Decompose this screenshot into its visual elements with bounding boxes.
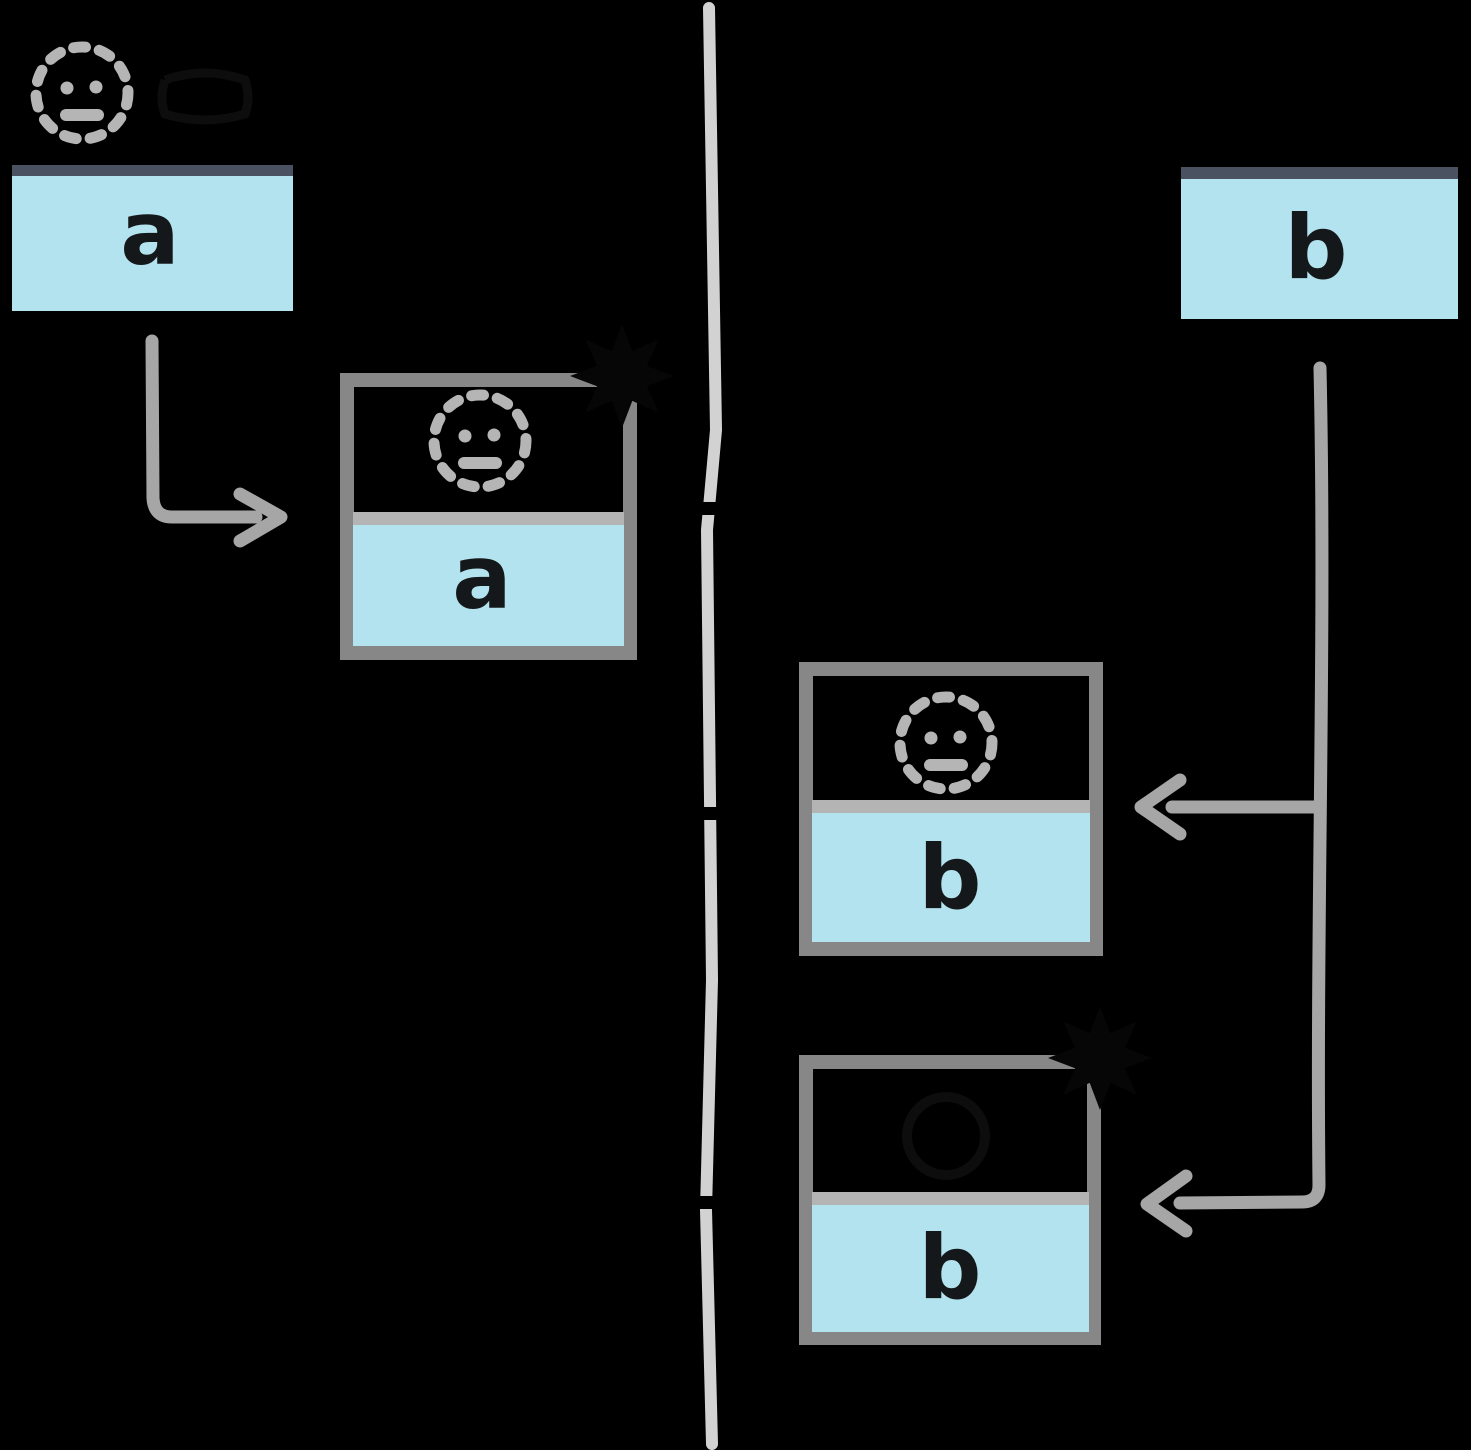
process-a-divider — [353, 512, 624, 525]
timeline — [696, 2, 748, 1450]
process-a-fill — [353, 525, 624, 646]
spawn-arrow-a — [145, 334, 288, 548]
process-b2-fill — [812, 1205, 1089, 1332]
process-b-border — [799, 662, 1103, 956]
process-b2-divider — [812, 1192, 1089, 1205]
monitor-line-vertical — [1173, 361, 1329, 1210]
process-b2-label: b — [919, 1216, 982, 1319]
process-b2-border — [799, 1055, 1101, 1345]
respawn-arrow-head — [1140, 1169, 1193, 1238]
process-a-box: a — [340, 324, 674, 660]
process-b-box: b — [799, 662, 1103, 956]
machine-b-label: b — [1285, 196, 1348, 299]
crash-starburst-icon — [570, 324, 674, 428]
timeline-notch-2 — [698, 807, 748, 820]
spawn-arrow-a-head — [233, 487, 288, 548]
process-b2-box: b — [799, 1006, 1152, 1345]
spawn-arrow-a-line — [145, 334, 263, 524]
machine-b-arrows — [1134, 361, 1329, 1238]
faint-icon — [157, 68, 253, 125]
crash-starburst-icon — [1048, 1006, 1152, 1110]
timeline-notch-1 — [696, 502, 746, 515]
machine-b-bar — [1181, 167, 1458, 319]
process-b-label: b — [919, 826, 982, 929]
process-a-label: a — [452, 526, 511, 629]
timeline-line — [700, 2, 722, 1450]
machine-a-bar-top — [12, 165, 293, 176]
machine-a-label: a — [120, 182, 179, 285]
machine-b-bar-top — [1181, 167, 1458, 179]
process-b-divider — [812, 800, 1090, 813]
timeline-notch-3 — [698, 1196, 746, 1209]
machine-a-bar — [12, 165, 293, 311]
process-a-border — [340, 373, 637, 660]
machine-a: a — [12, 47, 293, 311]
process-b-fill — [812, 813, 1090, 942]
machine-b: b — [1181, 167, 1458, 319]
faint-circle-icon — [902, 1092, 990, 1180]
spawn-arrow-b-head — [1134, 773, 1187, 841]
